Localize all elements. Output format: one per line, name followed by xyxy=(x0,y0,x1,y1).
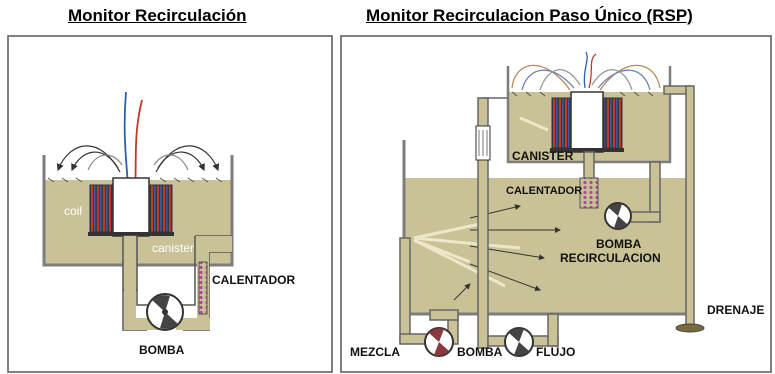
right-recirc-pump-label-2: RECIRCULACION xyxy=(560,251,661,265)
right-main-bath xyxy=(402,140,692,316)
left-coil-label: coil xyxy=(64,204,82,218)
right-panel-title: Monitor Recirculacion Paso Único (RSP) xyxy=(366,6,693,25)
left-heater-element xyxy=(198,261,208,315)
right-mix-label: MEZCLA xyxy=(350,345,400,359)
right-panel: CANISTER CALENTADOR BOMBA RECIRCULACION … xyxy=(340,35,772,373)
left-pump-icon xyxy=(146,293,184,331)
right-flow-pump-icon xyxy=(504,327,534,357)
right-canister xyxy=(550,91,624,153)
right-pump-label: BOMBA xyxy=(457,345,503,359)
left-panel: coil canister CALENTADOR BOMBA xyxy=(7,35,333,373)
right-heater-element xyxy=(579,177,599,209)
right-flow-label: FLUJO xyxy=(536,345,575,359)
left-panel-frame xyxy=(7,35,333,373)
right-jets xyxy=(413,116,549,288)
right-panel-frame xyxy=(340,35,772,373)
right-mix-pump-icon xyxy=(424,327,454,357)
right-canister-label: CANISTER xyxy=(512,149,574,163)
right-recirc-pump-label-1: BOMBA xyxy=(596,237,642,251)
right-heater-label: CALENTADOR xyxy=(506,185,582,197)
right-recirc-pump-icon xyxy=(604,202,632,230)
right-drain-label: DRENAJE xyxy=(707,303,764,317)
left-canister-label: canister xyxy=(152,241,194,255)
left-panel-title: Monitor Recirculación xyxy=(68,6,247,25)
right-pipes xyxy=(399,85,695,349)
left-pump-label: BOMBA xyxy=(139,343,185,357)
right-circulation-arcs xyxy=(511,51,661,91)
left-heater-label: CALENTADOR xyxy=(212,273,295,287)
left-canister xyxy=(88,177,174,237)
left-circulation-arcs xyxy=(56,145,220,173)
right-drain-base xyxy=(675,323,705,333)
